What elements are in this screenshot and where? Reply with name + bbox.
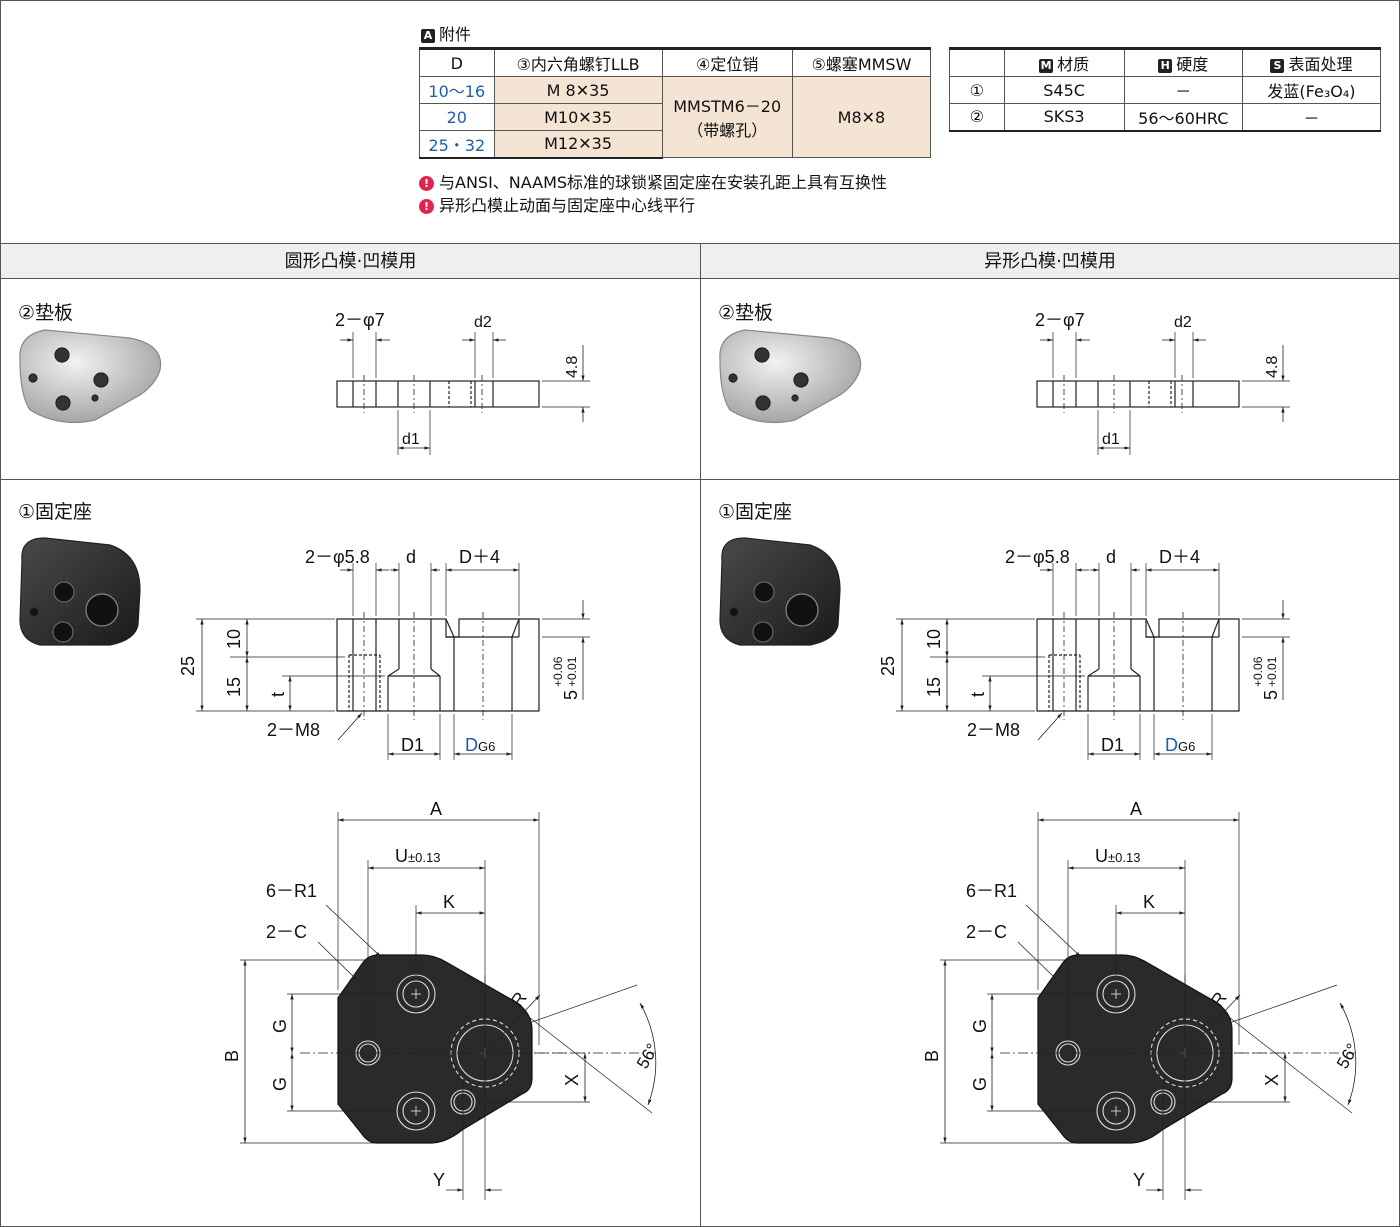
cell-plug: M8✕8 (791, 76, 932, 158)
dim-label-d_plus4: D＋4 (1159, 547, 1200, 567)
col-plug: ⑤螺塞MMSW (791, 47, 932, 77)
dim-label-t48: 4.8 (1264, 356, 1281, 378)
alert-icon: ! (419, 199, 434, 214)
cell-pin: MMSTM6－20 （带螺孔） (661, 76, 793, 158)
dim-label-h15: 15 (224, 677, 244, 697)
dim-label-tol_dn: +0.01 (1265, 656, 1279, 687)
dim-label-tol_up: +0.06 (551, 656, 565, 687)
dim-label-h10: 10 (224, 629, 244, 649)
drawing-round (20, 330, 656, 1200)
dim-label-t: t (968, 692, 988, 697)
dim-label-d2: d2 (1174, 314, 1192, 331)
pad-label: ②垫板 (18, 302, 74, 324)
dim-label-g: G (270, 1019, 290, 1033)
dim-label-holes_phi58: 2－φ5.8 (305, 547, 370, 567)
dim-label-y: Y (1133, 1170, 1145, 1190)
dim-label-g: G (270, 1077, 290, 1091)
dim-label-g: G (970, 1019, 990, 1033)
cell-screw: M10✕35 (493, 103, 663, 131)
dim-label-t: t (268, 692, 288, 697)
dim-label-k: K (1143, 892, 1155, 912)
dim-label-x: X (562, 1074, 582, 1086)
dim-label-angle: 56° (633, 1040, 662, 1072)
dim-label-tol5: 5 (561, 690, 581, 700)
dim-label-r1: 6－R1 (966, 881, 1017, 901)
dim-label-c: 2－C (266, 922, 307, 942)
dim-label-b: B (922, 1050, 942, 1062)
dim-label-d1: d1 (402, 431, 420, 448)
note-2: !异形凸模止动面与固定座中心线平行 (419, 192, 695, 216)
dim-label-b: B (222, 1050, 242, 1062)
dim-label-y: Y (433, 1170, 445, 1190)
drawing-shaped (720, 330, 1356, 1200)
dim-label-g: G (970, 1077, 990, 1091)
cell-screw: M 8✕35 (493, 76, 663, 104)
dim-label-d: d (406, 547, 416, 567)
dim-label-u: U±0.13 (1095, 846, 1140, 866)
dim-label-a: A (430, 799, 442, 819)
pad-label: ②垫板 (718, 302, 774, 324)
accessory-table: D ③内六角螺钉LLB ④定位销 ⑤螺塞MMSW 10～16 M 8✕35 MM… (419, 47, 932, 159)
dim-label-d: d (1106, 547, 1116, 567)
cell-d: 25・32 (419, 130, 495, 159)
dim-label-a: A (1130, 799, 1142, 819)
dim-label-k: K (443, 892, 455, 912)
dim-label-u: U±0.13 (395, 846, 440, 866)
dim-label-t48: 4.8 (564, 356, 581, 378)
dim-label-tol_up: +0.06 (1251, 656, 1265, 687)
note-1: !与ANSI、NAAMS标准的球锁紧固定座在安装孔距上具有互换性 (419, 169, 887, 193)
dim-label-holes_phi58: 2－φ5.8 (1005, 547, 1070, 567)
dim-label-d2: d2 (474, 314, 492, 331)
dim-label-h15: 15 (924, 677, 944, 697)
dim-label-holes_phi7: 2－φ7 (335, 310, 385, 330)
dim-label-tol5: 5 (1261, 690, 1281, 700)
alert-icon: ! (419, 176, 434, 191)
dim-label-d1: d1 (1102, 431, 1120, 448)
accessory-tag: A (421, 29, 435, 43)
dim-label-dg6_main: DG6 (465, 735, 495, 755)
dim-label-holes_phi7: 2－φ7 (1035, 310, 1085, 330)
column-header-right: 异形凸模·凹模用 (700, 243, 1400, 279)
dim-label-d1: D1 (1101, 735, 1124, 755)
dim-label-c: 2－C (966, 922, 1007, 942)
holder-label: ①固定座 (18, 501, 93, 523)
dim-label-m8: 2－M8 (967, 720, 1020, 740)
dim-label-h25: 25 (878, 656, 898, 676)
dim-label-x: X (1262, 1074, 1282, 1086)
dim-label-dg6_main: DG6 (1165, 735, 1195, 755)
dim-label-h10: 10 (924, 629, 944, 649)
dim-label-tol_dn: +0.01 (565, 656, 579, 687)
dim-label-m8: 2－M8 (267, 720, 320, 740)
dim-label-d_plus4: D＋4 (459, 547, 500, 567)
column-header-left: 圆形凸模·凹模用 (0, 243, 701, 279)
holder-label: ①固定座 (718, 501, 793, 523)
dim-label-h25: 25 (178, 656, 198, 676)
dim-label-r1: 6－R1 (266, 881, 317, 901)
dim-label-d1: D1 (401, 735, 424, 755)
cell-screw: M12✕35 (493, 130, 663, 159)
dim-label-angle: 56° (1333, 1040, 1362, 1072)
